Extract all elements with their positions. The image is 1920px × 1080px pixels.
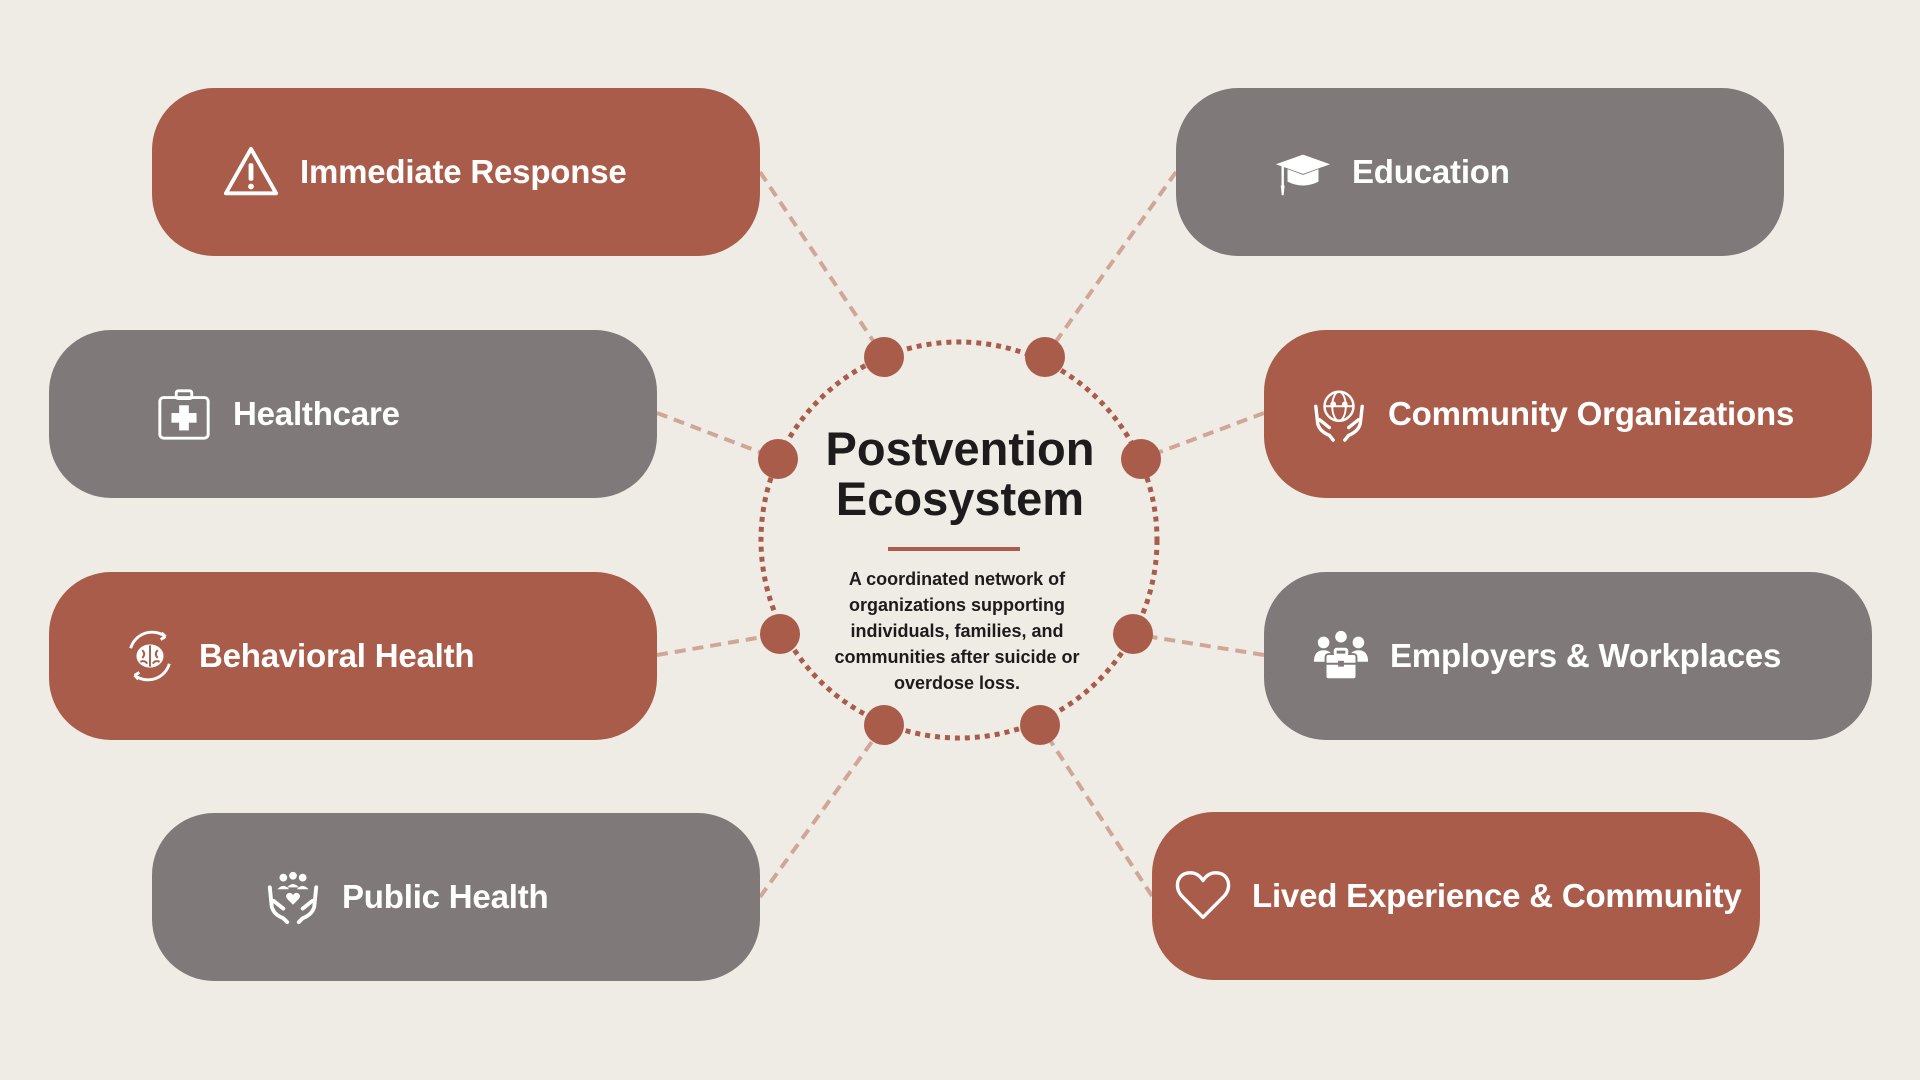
sector-behavioral-health[interactable]: Behavioral Health [49, 572, 657, 740]
sector-community-organizations[interactable]: Community Organizations [1264, 330, 1872, 498]
connector-lived-experience [1038, 723, 1154, 898]
connector-community-organizations [1140, 411, 1265, 461]
sector-label: Public Health [342, 878, 549, 915]
brain-cycle-icon [119, 625, 181, 687]
sector-immediate-response[interactable]: Immediate Response [152, 88, 760, 256]
heart-icon [1172, 865, 1234, 927]
connector-immediate-response [758, 170, 886, 359]
sector-public-health[interactable]: Public Health [152, 813, 760, 981]
sector-label: Behavioral Health [199, 637, 475, 674]
hub-node-community-organizations [1121, 439, 1161, 479]
hub-node-immediate-response [864, 337, 904, 377]
first-aid-kit-icon [153, 383, 215, 445]
hub-title: Postvention Ecosystem [760, 424, 1160, 524]
sector-lived-experience-community[interactable]: Lived Experience & Community [1152, 812, 1760, 980]
team-briefcase-icon [1310, 625, 1372, 687]
sector-healthcare[interactable]: Healthcare [49, 330, 657, 498]
warning-triangle-icon [220, 141, 282, 203]
sector-employers-workplaces[interactable]: Employers & Workplaces [1264, 572, 1872, 740]
connector-behavioral-health [656, 632, 781, 657]
sector-label: Employers & Workplaces [1390, 637, 1782, 674]
sector-label: Immediate Response [300, 153, 627, 190]
hub-title-line-1: Postvention [825, 422, 1095, 475]
hub-node-lived-experience [1020, 705, 1060, 745]
hub-node-public-health [864, 705, 904, 745]
hub-description: A coordinated network of organizations s… [834, 569, 1080, 693]
graduation-cap-icon [1272, 141, 1334, 203]
hub-node-healthcare [758, 439, 798, 479]
sector-label: Healthcare [233, 395, 400, 432]
hands-holding-globe-icon [1308, 383, 1370, 445]
connector-employers-workplaces [1132, 632, 1265, 657]
hands-holding-people-icon [262, 866, 324, 928]
sector-education[interactable]: Education [1176, 88, 1784, 256]
hub-dotted-ring [758, 339, 1160, 741]
sector-label: Community Organizations [1388, 395, 1795, 432]
hub-node-education [1025, 337, 1065, 377]
connector-public-health [758, 723, 886, 899]
hub-title-line-2: Ecosystem [835, 472, 1085, 525]
sector-label: Lived Experience & Community [1252, 877, 1742, 914]
hub-divider [888, 547, 1020, 551]
connector-education [1043, 170, 1178, 359]
connector-healthcare [656, 411, 779, 461]
hub-node-employers-workplaces [1113, 614, 1153, 654]
sector-label: Education [1352, 153, 1510, 190]
hub-node-behavioral-health [760, 614, 800, 654]
